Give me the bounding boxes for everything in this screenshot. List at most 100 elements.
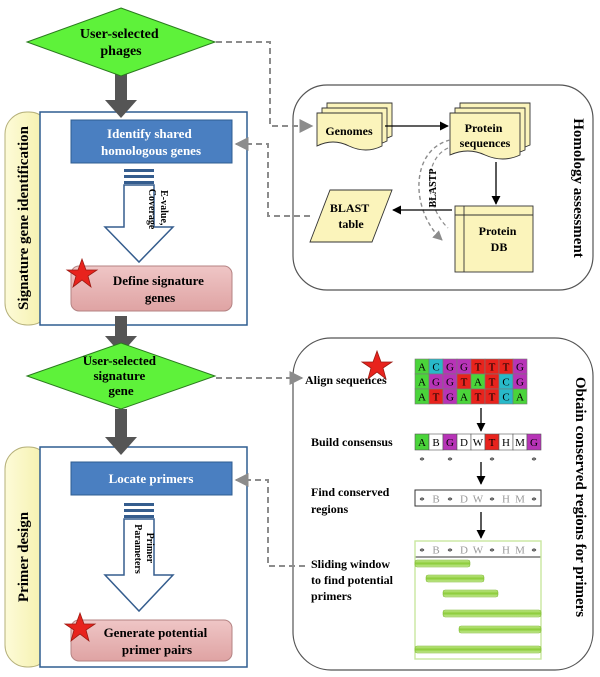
consensus-base: B [432, 437, 439, 449]
alignment-base: T [461, 377, 468, 389]
svg-text:Sliding window to find pot: Sliding window to find potential primers [311, 557, 396, 603]
consensus-base: M [515, 437, 525, 449]
sliding-line2: to find potential [311, 573, 394, 587]
alignment-base: C [502, 392, 509, 404]
alignment-base: G [516, 377, 524, 389]
params-label: Primer Parameters [132, 524, 155, 574]
alignment-base: A [418, 392, 426, 404]
alignment-base: C [502, 377, 509, 389]
svg-text:Generate potential prime: Generate potential primer pairs [104, 625, 211, 657]
protein-seq-line2: sequences [460, 136, 511, 150]
user-phages-line1: User-selected [80, 27, 159, 42]
protein-db: Protein DB [454, 205, 534, 273]
define-line2: genes [145, 290, 175, 305]
user-gene-decision: User-selected signature gene [25, 342, 217, 410]
sliding-line3: primers [311, 589, 352, 603]
consensus-label: Build consensus [311, 435, 393, 449]
primer-params-arrow: Primer Parameters [103, 503, 175, 613]
evalue-label: E-value, Coverage [146, 189, 169, 230]
consensus-base: G [446, 437, 454, 449]
sliding-line1: Sliding window [311, 557, 390, 571]
region-base: W [473, 545, 484, 557]
alignment-base: A [474, 377, 482, 389]
primer-window-bar [425, 574, 485, 583]
consensus-cell [526, 433, 542, 451]
blast-table-line1: BLAST [330, 201, 369, 215]
region-asterisk: * [419, 495, 425, 507]
conserved-asterisk: * [531, 455, 537, 467]
blastp-label: BLASTP [428, 169, 439, 208]
protein-db-line1: Protein [479, 224, 517, 238]
alignment-base: A [460, 392, 468, 404]
primer-window-bar [414, 559, 471, 568]
region-asterisk: * [531, 495, 537, 507]
genomes-label: Genomes [325, 124, 373, 138]
consensus-base: W [473, 437, 484, 449]
user-gene-line2: signature [93, 368, 145, 383]
primer-window-bar [442, 609, 542, 618]
identify-line1: Identify shared [107, 126, 192, 141]
consensus-base: A [418, 437, 426, 449]
homology-title: Homology assessment [570, 118, 586, 258]
define-line1: Define signature [113, 273, 204, 288]
alignment-base: C [432, 362, 439, 374]
svg-text:Identify shared homologo: Identify shared homologous genes [101, 126, 201, 158]
region-base: W [473, 494, 484, 506]
consensus-base: T [489, 437, 496, 449]
alignment-base: T [475, 362, 482, 374]
user-gene-line3: gene [108, 383, 134, 398]
alignment-base: T [503, 362, 510, 374]
conserved-asterisk: * [489, 455, 495, 467]
alignment-base: A [418, 362, 426, 374]
consensus-base: D [460, 437, 468, 449]
blast-table-line2: table [338, 217, 364, 231]
conserved-asterisk: * [419, 455, 425, 467]
identify-line2: homologous genes [101, 143, 201, 158]
blast-table: BLAST table [309, 189, 393, 243]
locate-label: Locate primers [109, 471, 194, 486]
star-icon [63, 611, 97, 643]
svg-text:User-selected signature: User-selected signature gene [83, 353, 159, 398]
alignment-base: T [475, 392, 482, 404]
alignment-base: T [489, 362, 496, 374]
region-base: D [460, 545, 468, 557]
region-base: M [515, 494, 525, 506]
protein-db-line2: DB [491, 240, 508, 254]
gray-dashed-connectors-top [216, 41, 314, 217]
alignment-base: A [516, 392, 524, 404]
svg-text:BLAST table: BLAST table [330, 201, 372, 231]
primer-window-bar [442, 589, 499, 598]
evalue-filter-arrow: E-value, Coverage [103, 169, 175, 264]
protein-seq-docs: Protein sequences [449, 102, 531, 160]
star-icon [360, 349, 394, 381]
user-phages-line2: phages [100, 44, 142, 59]
region-asterisk: * [531, 546, 537, 558]
star-icon [65, 257, 99, 289]
alignment-base: T [489, 377, 496, 389]
generate-line2: primer pairs [122, 642, 192, 657]
region-asterisk: * [489, 546, 495, 558]
gray-dashed-connectors-bottom [216, 371, 305, 567]
alignment-base: G [446, 377, 454, 389]
alignment-base: A [418, 377, 426, 389]
alignment-cell [512, 388, 528, 405]
find-conserved-line2: regions [311, 502, 348, 516]
region-base: B [432, 545, 439, 557]
region-asterisk: * [447, 546, 453, 558]
region-base: M [515, 545, 525, 557]
conserved-asterisk: * [447, 455, 453, 467]
region-box [414, 489, 542, 507]
user-gene-line1: User-selected [83, 353, 157, 368]
find-conserved-line1: Find conserved [311, 485, 390, 499]
alignment-base: T [489, 392, 496, 404]
primer-window-bars [414, 540, 542, 660]
alignment-base: G [432, 377, 440, 389]
conserved-title: Obtain conserved regions for primers [572, 377, 588, 617]
consensus-base: G [530, 437, 538, 449]
region-asterisk: * [419, 546, 425, 558]
identify-genes-step: Identify shared homologous genes [70, 119, 233, 164]
